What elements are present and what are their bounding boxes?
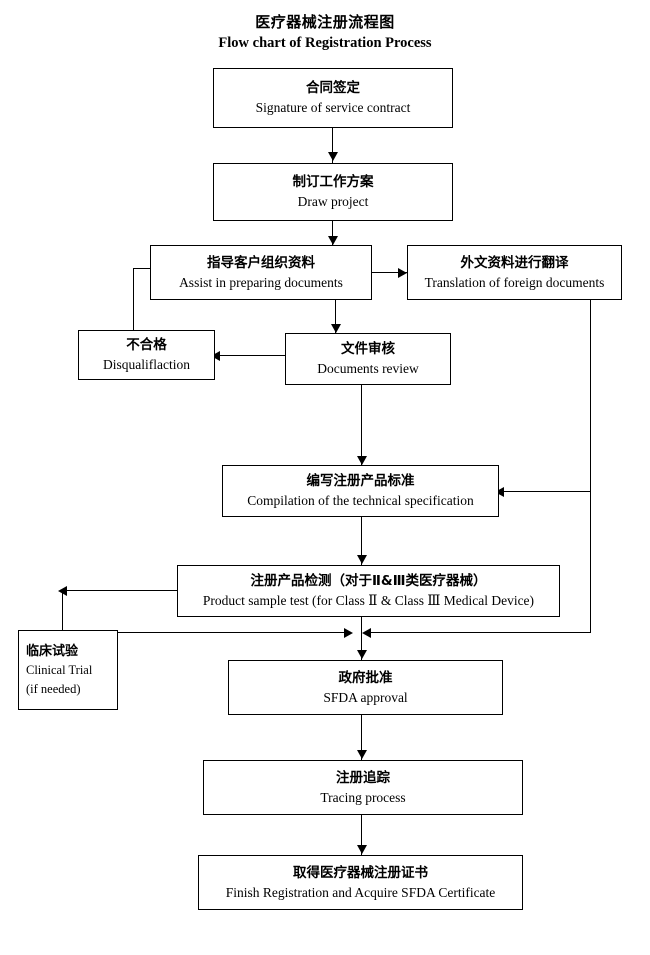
node-draw-project-label-cn: 制订工作方案: [292, 174, 374, 190]
node-documents-review-label-en: Documents review: [317, 361, 419, 376]
edge-approval-tracing-arrow: [356, 750, 367, 759]
node-clinical-trial-label-cn: 临床试验: [26, 643, 79, 659]
node-documents-review-label-cn: 文件审核: [341, 341, 395, 357]
node-tracing-process[interactable]: 注册追踪 Tracing process: [203, 760, 523, 815]
node-technical-specification[interactable]: 编写注册产品标准 Compilation of the technical sp…: [222, 465, 499, 517]
edge-sampletest-approval-arrow: [356, 650, 367, 659]
node-sfda-approval-label-cn: 政府批准: [338, 669, 393, 686]
node-contract-label-cn: 合同签定: [306, 80, 360, 96]
node-draw-project[interactable]: 制订工作方案 Draw project: [213, 163, 453, 221]
node-technical-specification-label-en: Compilation of the technical specificati…: [247, 493, 474, 508]
node-contract[interactable]: 合同签定 Signature of service contract: [213, 68, 453, 128]
node-clinical-trial[interactable]: 临床试验 Clinical Trial (if needed): [18, 630, 118, 710]
node-sfda-approval-label-en: SFDA approval: [323, 689, 408, 705]
edge-assist-translation-arrow: [398, 267, 407, 278]
node-technical-specification-label-cn: 编写注册产品标准: [306, 473, 415, 489]
edge-spec-sampletest-arrow: [356, 555, 367, 564]
edge-sampletest-approval-line: [361, 617, 363, 660]
edge-disqualify-assist-vertical: [133, 268, 135, 330]
edge-sampletest-clinical-arrow: [58, 585, 67, 596]
edge-approval-tracing-line: [361, 715, 363, 760]
node-tracing-process-label-cn: 注册追踪: [336, 769, 390, 786]
edge-spec-sampletest-line: [361, 517, 363, 565]
node-translation-label-cn: 外文资料进行翻译: [460, 254, 569, 271]
edge-assist-translation-line: [372, 272, 407, 274]
chart-title-en: Flow chart of Registration Process: [218, 35, 432, 51]
chart-title-cn: 医疗器械注册流程图: [255, 13, 395, 31]
edge-contract-project-line: [332, 128, 334, 163]
node-finish-registration-label-cn: 取得医疗器械注册证书: [293, 864, 428, 881]
node-assist-documents[interactable]: 指导客户组织资料 Assist in preparing documents: [150, 245, 372, 300]
node-disqualification[interactable]: 不合格 Disqualiflaction: [78, 330, 215, 380]
node-translation[interactable]: 外文资料进行翻译 Translation of foreign document…: [407, 245, 622, 300]
node-product-sample-test[interactable]: 注册产品检测（对于Ⅱ&Ⅲ类医疗器械） Product sample test (…: [177, 565, 560, 617]
node-sfda-approval[interactable]: 政府批准 SFDA approval: [228, 660, 503, 715]
edge-review-spec-arrow: [356, 456, 367, 465]
node-assist-documents-label-cn: 指导客户组织资料: [207, 254, 315, 271]
edge-project-assist-line: [332, 221, 334, 245]
node-draw-project-label-en: Draw project: [297, 194, 369, 209]
edge-clinical-approval-arrow: [344, 627, 353, 638]
node-clinical-trial-label-note: (if needed): [26, 681, 81, 696]
edge-review-spec-line: [361, 385, 363, 465]
edge-translation-spec-arrow: [495, 486, 504, 497]
edge-translation-spec-line: [499, 491, 591, 493]
edge-tracing-finish-arrow: [356, 845, 367, 854]
edge-assist-review-arrow: [330, 324, 341, 333]
node-product-sample-test-label-en: Product sample test (for Class Ⅱ & Class…: [202, 593, 535, 608]
edge-sampletest-clinical-line: [62, 590, 177, 592]
edge-translation-approval-arrow: [362, 627, 371, 638]
node-assist-documents-label-en: Assist in preparing documents: [179, 274, 343, 290]
node-translation-label-en: Translation of foreign documents: [424, 274, 605, 290]
chart-title: 医疗器械注册流程图 Flow chart of Registration Pro…: [0, 12, 650, 53]
node-finish-registration[interactable]: 取得医疗器械注册证书 Finish Registration and Acqui…: [198, 855, 523, 910]
edge-contract-project-arrow: [327, 152, 338, 161]
edge-review-disqualify-arrow: [211, 350, 220, 361]
edge-translation-trunk-vertical: [590, 300, 592, 632]
node-finish-registration-label-en: Finish Registration and Acquire SFDA Cer…: [225, 884, 496, 900]
edge-tracing-finish-line: [361, 815, 363, 855]
node-contract-label-en: Signature of service contract: [255, 100, 411, 115]
edge-project-assist-arrow: [327, 236, 338, 245]
edge-review-disqualify-line: [215, 355, 285, 357]
edge-sampletest-clinical-vertical: [62, 590, 64, 630]
node-disqualification-label-en: Disqualiflaction: [103, 357, 190, 372]
node-documents-review[interactable]: 文件审核 Documents review: [285, 333, 451, 385]
edge-disqualify-assist-horizontal: [133, 268, 151, 270]
node-product-sample-test-label-cn: 注册产品检测（对于Ⅱ&Ⅲ类医疗器械）: [250, 573, 487, 589]
edge-translation-approval-line: [366, 632, 591, 634]
node-tracing-process-label-en: Tracing process: [320, 789, 406, 805]
edge-assist-review-line: [335, 300, 337, 333]
edge-clinical-approval-line: [118, 632, 350, 634]
node-disqualification-label-cn: 不合格: [126, 337, 167, 353]
node-clinical-trial-label-en: Clinical Trial: [26, 662, 93, 677]
